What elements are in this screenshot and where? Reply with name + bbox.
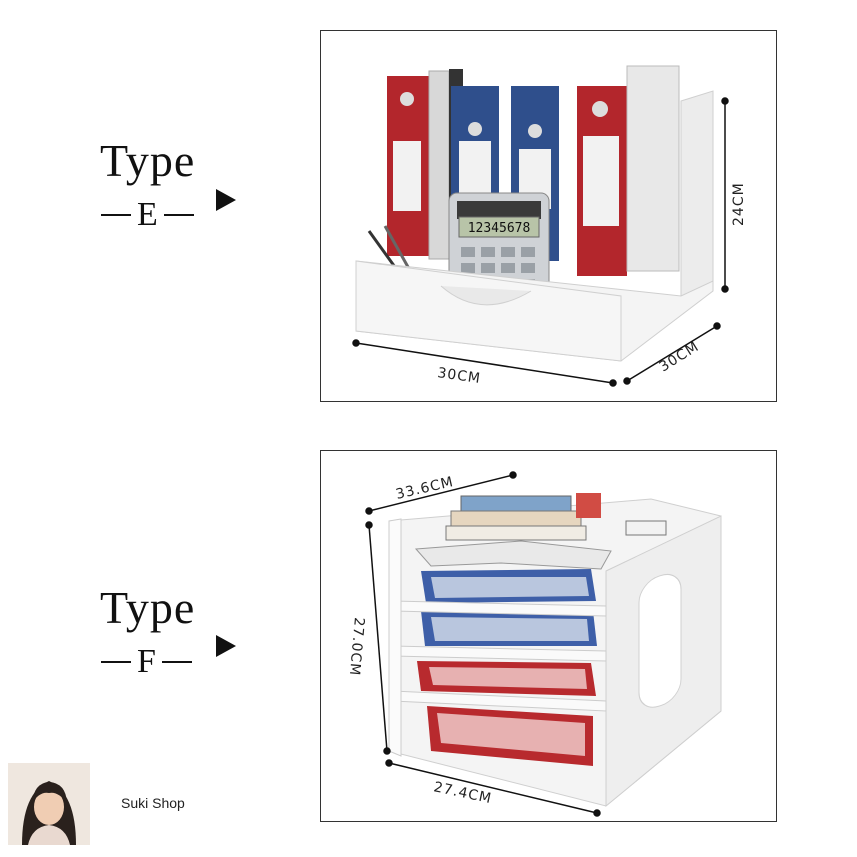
red-trays: [417, 661, 596, 766]
red-binder-right: [577, 86, 627, 276]
product-f-image: 33.6CM 27.0CM 27.4CM: [320, 450, 777, 822]
type-f-letter: F: [137, 643, 156, 680]
dim-height-e: 24CM: [731, 182, 747, 226]
type-e-letter: E: [137, 196, 158, 233]
dim-width-e: 30CM: [436, 365, 481, 387]
type-e-word: Type: [100, 135, 196, 186]
dim-top-width-f: 33.6CM: [394, 474, 455, 503]
type-f-label: Type F: [95, 585, 245, 695]
dim-bottom-width-f: 27.4CM: [432, 779, 493, 807]
dash-left: [101, 661, 131, 663]
blue-trays: [421, 569, 597, 646]
dash-left: [101, 214, 131, 216]
dash-right: [163, 214, 194, 216]
shop-badge: Suki Shop: [0, 760, 230, 850]
calculator-display: 12345678: [468, 221, 531, 236]
dim-height-f: 27.0CM: [346, 617, 367, 677]
type-e-label: Type E: [95, 138, 245, 248]
avatar: [8, 763, 90, 845]
arrow-right-icon: [216, 189, 236, 211]
type-e-letter-row: E: [95, 198, 200, 232]
desk-organizer-f-illustration: 33.6CM 27.0CM 27.4CM: [346, 471, 722, 817]
shop-name: Suki Shop: [121, 795, 185, 811]
red-binder-left: [387, 76, 429, 256]
dim-depth-e: 30CM: [657, 339, 703, 376]
product-e-image: 12345678 30CM 30CM 24CM: [320, 30, 777, 402]
desk-organizer-e-illustration: 12345678 30CM 30CM 24CM: [352, 65, 747, 387]
dash-right: [161, 661, 192, 663]
arrow-right-icon: [216, 635, 236, 657]
type-f-letter-row: F: [95, 645, 198, 679]
type-f-word: Type: [100, 582, 196, 633]
